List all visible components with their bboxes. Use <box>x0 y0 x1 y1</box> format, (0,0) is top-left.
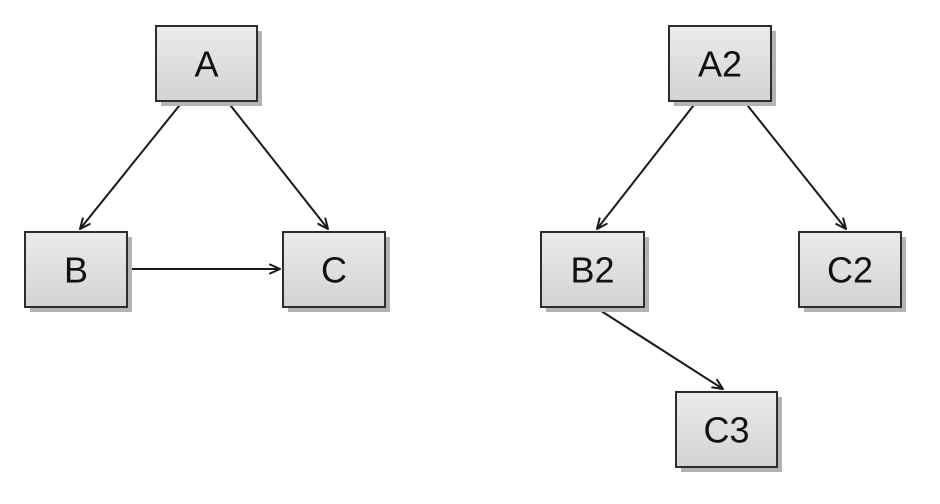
node-B-label: B <box>64 250 88 291</box>
node-B2-label: B2 <box>570 250 614 291</box>
edge-A2-C2[interactable] <box>743 100 847 230</box>
node-C2-box[interactable] <box>798 231 902 308</box>
node-C3-box[interactable] <box>675 391 778 468</box>
edge-A2-B2[interactable] <box>596 100 698 230</box>
node-C[interactable]: C <box>282 231 390 312</box>
node-C3-label: C3 <box>703 410 749 451</box>
left-graph: A B C <box>24 25 390 312</box>
edge-A-C[interactable] <box>226 100 329 230</box>
node-B[interactable]: B <box>24 231 132 312</box>
node-C2[interactable]: C2 <box>798 231 906 312</box>
node-C3[interactable]: C3 <box>675 391 782 472</box>
node-A-box[interactable] <box>155 25 258 102</box>
node-B-box[interactable] <box>24 231 128 308</box>
node-B2-box[interactable] <box>540 231 645 308</box>
node-A2-box[interactable] <box>668 25 772 102</box>
node-A[interactable]: A <box>155 25 262 106</box>
node-A-label: A <box>194 44 218 85</box>
node-C-label: C <box>321 250 347 291</box>
node-C2-label: C2 <box>827 250 873 291</box>
edge-A-B[interactable] <box>79 100 184 230</box>
edge-B2-C3[interactable] <box>594 306 724 390</box>
node-C-box[interactable] <box>282 231 386 308</box>
node-A2-label: A2 <box>698 44 742 85</box>
node-A2[interactable]: A2 <box>668 25 776 106</box>
node-B2[interactable]: B2 <box>540 231 649 312</box>
